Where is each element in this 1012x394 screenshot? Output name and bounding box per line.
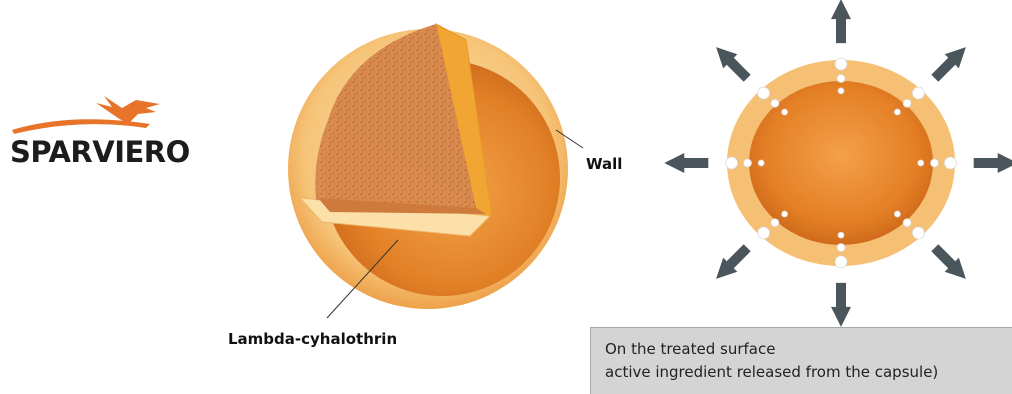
release-arrow-right [974, 153, 1012, 173]
droplet-up-left-2 [771, 99, 779, 107]
caption-line-1: On the treated surface [605, 338, 1012, 361]
droplet-left-2 [744, 159, 752, 167]
release-arrow-up [831, 0, 851, 43]
droplet-down-right-2 [903, 219, 911, 227]
droplet-up-right-3 [912, 87, 924, 99]
droplet-right-3 [944, 157, 956, 169]
caption-line-2: active ingredient released from the caps… [605, 361, 1012, 384]
release-arrow-left [664, 153, 708, 173]
release-arrow-down-right [931, 244, 966, 279]
droplet-up-right-2 [903, 99, 911, 107]
release-arrow-up-left [716, 47, 751, 82]
droplet-down-right-3 [912, 227, 924, 239]
lambda-cyhalothrin-label: Lambda-cyhalothrin [228, 330, 397, 348]
droplet-up-left-1 [782, 109, 788, 115]
droplet-up-left-3 [758, 87, 770, 99]
droplet-down-left-3 [758, 227, 770, 239]
droplet-down-left-2 [771, 219, 779, 227]
caption-box: On the treated surface active ingredient… [590, 327, 1012, 394]
droplet-up-2 [837, 75, 845, 83]
release-arrow-down-left [716, 244, 751, 279]
droplet-down-left-1 [782, 211, 788, 217]
droplet-up-3 [835, 58, 847, 70]
release-arrow-down [831, 283, 851, 327]
droplet-down-right-1 [894, 211, 900, 217]
droplet-right-1 [918, 160, 924, 166]
droplet-left-1 [758, 160, 764, 166]
release-diagram [664, 0, 1012, 327]
droplet-up-1 [838, 88, 844, 94]
droplet-up-right-1 [894, 109, 900, 115]
sparviero-logo: SPARVIERO [10, 96, 190, 169]
droplet-down-3 [835, 256, 847, 268]
droplet-down-2 [837, 244, 845, 252]
capsule-cutaway [288, 24, 568, 309]
droplet-down-1 [838, 232, 844, 238]
release-arrow-up-right [931, 47, 966, 82]
droplet-right-2 [931, 159, 939, 167]
droplet-left-3 [726, 157, 738, 169]
logo-text: SPARVIERO [10, 135, 190, 169]
wall-label: Wall [586, 155, 622, 173]
